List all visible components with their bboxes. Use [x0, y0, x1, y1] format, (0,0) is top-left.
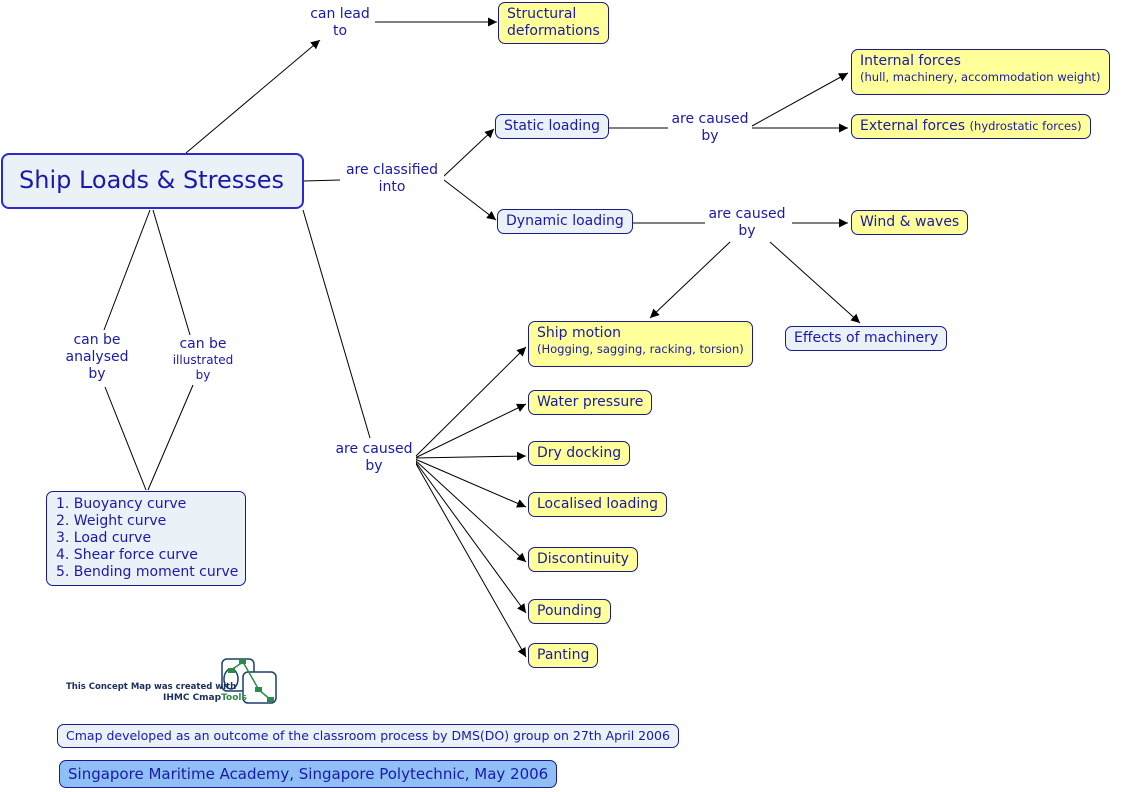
edge-classified-static	[443, 128, 495, 177]
edge-main-illustrated	[152, 209, 191, 336]
concept-internal-forces[interactable]: Internal forces (hull, machinery, accomm…	[851, 49, 1110, 95]
concept-panting[interactable]: Panting	[528, 643, 599, 668]
concept-structural-deformations[interactable]: Structural deformations	[498, 2, 609, 44]
concept-curves-list[interactable]: 1. Buoyancy curve 2. Weight curve 3. Loa…	[46, 491, 246, 586]
main-concept-label: Ship Loads & Stresses	[19, 166, 285, 194]
concept-label: Pounding	[537, 603, 602, 619]
link-can-lead-to[interactable]: can lead to	[305, 6, 375, 40]
link-are-classified-into[interactable]: are classified into	[340, 162, 444, 196]
link-text: by	[738, 223, 756, 239]
link-text: can be	[73, 332, 121, 348]
concept-effects-of-machinery[interactable]: Effects of machinery	[785, 326, 948, 351]
link-text: are caused	[671, 111, 749, 127]
edge-c-water	[414, 403, 527, 459]
edge-causedby-internal	[751, 72, 849, 127]
edge-c-local	[414, 458, 527, 508]
link-dynamic-are-caused-by[interactable]: are caused by	[705, 206, 789, 240]
concept-external-forces[interactable]: External forces (hydrostatic forces)	[851, 114, 1091, 139]
logo-brand: IHMC CmapTools	[163, 693, 247, 703]
footer-credit-text: Singapore Maritime Academy, Singapore Po…	[68, 765, 549, 783]
logo-brand-b: Tools	[221, 693, 247, 703]
link-static-are-caused-by[interactable]: are caused by	[668, 111, 752, 145]
link-can-be-illustrated-by[interactable]: can be illustrated by	[166, 336, 240, 383]
cmaptools-logo: This Concept Map was created with IHMC C…	[66, 656, 281, 706]
footer-credit: Singapore Maritime Academy, Singapore Po…	[59, 760, 558, 788]
curve-item: 5. Bending moment curve	[56, 564, 239, 580]
curve-item: 3. Load curve	[56, 530, 152, 546]
edge-main-analysed	[103, 209, 151, 331]
link-text: are caused	[708, 206, 786, 222]
cmap-logo-icon	[221, 658, 277, 704]
edge-main-classified	[303, 179, 341, 182]
edge-analysed-curves	[104, 386, 147, 491]
link-text: to	[332, 23, 348, 39]
concept-label: External forces	[860, 118, 966, 134]
concept-label: Wind & waves	[860, 214, 960, 230]
link-text: analysed	[65, 349, 129, 365]
link-text: by	[365, 458, 383, 474]
curve-item: 2. Weight curve	[56, 513, 167, 529]
curve-item: 4. Shear force curve	[56, 547, 198, 563]
concept-label: Panting	[537, 647, 590, 663]
edge-main-canlead	[185, 39, 321, 154]
edge-c-shipmotion	[414, 346, 527, 458]
logo-brand-a: IHMC Cmap	[163, 693, 222, 703]
concept-dry-docking[interactable]: Dry docking	[528, 441, 631, 466]
concept-dynamic-loading[interactable]: Dynamic loading	[497, 209, 633, 234]
link-text: illustrated	[172, 353, 234, 367]
edge-causedby-machinery	[769, 241, 861, 324]
concept-label: Dry docking	[537, 445, 622, 461]
concept-wind-waves[interactable]: Wind & waves	[851, 210, 969, 235]
link-text: can be	[179, 336, 227, 352]
edge-c-dry	[414, 451, 527, 461]
concept-label: Effects of machinery	[794, 330, 939, 346]
concept-label: deformations	[507, 23, 600, 39]
concept-detail: (Hogging, sagging, racking, torsion)	[537, 342, 744, 356]
concept-label: Static loading	[504, 118, 601, 134]
link-main-are-caused-by[interactable]: are caused by	[332, 441, 416, 475]
edge-illustrated-curves	[147, 384, 194, 491]
concept-localised-loading[interactable]: Localised loading	[528, 492, 667, 517]
edge-classified-dynamic	[443, 179, 497, 221]
concept-label: Internal forces	[860, 53, 961, 69]
concept-label: Structural	[507, 6, 577, 22]
link-text: by	[88, 366, 106, 382]
edge-causedby-shipmotion	[649, 241, 731, 319]
concept-label: Localised loading	[537, 496, 658, 512]
concept-water-pressure[interactable]: Water pressure	[528, 390, 653, 415]
edge-main-causedby	[302, 209, 371, 439]
link-text: into	[378, 179, 406, 195]
concept-label: Discontinuity	[537, 551, 629, 567]
edge-c-pound	[414, 460, 527, 614]
link-text: by	[195, 368, 211, 382]
edge-c-pant	[414, 461, 527, 658]
link-text: can lead	[310, 6, 370, 22]
footer-note-text: Cmap developed as an outcome of the clas…	[66, 728, 670, 743]
concept-pounding[interactable]: Pounding	[528, 599, 611, 624]
concept-ship-motion[interactable]: Ship motion (Hogging, sagging, racking, …	[528, 321, 753, 367]
concept-detail: (hull, machinery, accommodation weight)	[860, 70, 1101, 84]
link-text: by	[701, 128, 719, 144]
concept-detail: (hydrostatic forces)	[969, 119, 1082, 133]
link-text: are classified	[345, 162, 439, 178]
concept-label: Dynamic loading	[506, 213, 624, 229]
concept-static-loading[interactable]: Static loading	[495, 114, 610, 139]
logo-caption: This Concept Map was created with	[66, 682, 237, 692]
main-concept-ship-loads[interactable]: Ship Loads & Stresses	[1, 153, 304, 209]
concept-label: Ship motion	[537, 325, 622, 341]
concept-label: Water pressure	[537, 394, 644, 410]
footer-note: Cmap developed as an outcome of the clas…	[57, 724, 679, 748]
link-can-be-analysed-by[interactable]: can be analysed by	[62, 332, 132, 383]
curve-item: 1. Buoyancy curve	[56, 496, 187, 512]
edge-c-disc	[414, 459, 527, 563]
concept-discontinuity[interactable]: Discontinuity	[528, 547, 638, 572]
link-text: are caused	[335, 441, 413, 457]
